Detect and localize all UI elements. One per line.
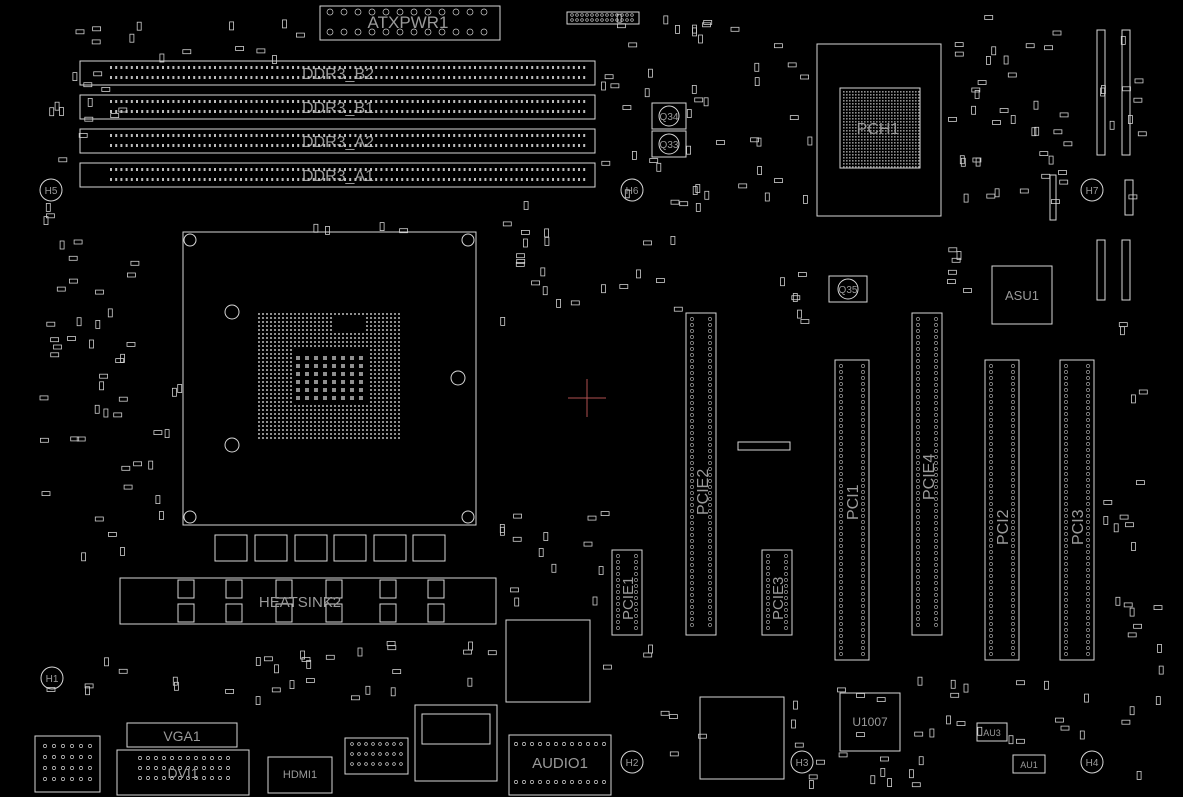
hdmi-label: HDMI1 bbox=[283, 769, 317, 781]
q33-label: Q33 bbox=[660, 140, 679, 151]
dimm-slot-b1[interactable]: DDR3_B1 bbox=[79, 94, 596, 120]
usb-connector[interactable] bbox=[344, 737, 409, 775]
battery-header[interactable] bbox=[737, 441, 791, 451]
pcie3-slot[interactable]: PCIE3 bbox=[761, 549, 793, 636]
pci3-label: PCI3 bbox=[1070, 509, 1087, 545]
mounting-hole-h5[interactable]: H5 bbox=[39, 178, 63, 202]
h1-label: H1 bbox=[46, 674, 59, 685]
pci2-label: PCI2 bbox=[995, 509, 1012, 545]
mounting-hole-h3[interactable]: H3 bbox=[790, 750, 814, 774]
q35-label: Q35 bbox=[839, 285, 858, 296]
au3-label: AU3 bbox=[983, 728, 1001, 738]
h7-label: H7 bbox=[1086, 186, 1099, 197]
mounting-hole-h4[interactable]: H4 bbox=[1080, 750, 1104, 774]
pci1-slot[interactable]: PCI1 bbox=[834, 359, 870, 661]
atxpwr-label: ATXPWR1 bbox=[368, 13, 449, 32]
asu-label: ASU1 bbox=[1005, 288, 1039, 303]
cursor-crosshair bbox=[568, 379, 606, 417]
lan-usb-connector[interactable] bbox=[414, 704, 498, 782]
vrm-chokes[interactable] bbox=[214, 534, 446, 562]
pci3-slot[interactable]: PCI3 bbox=[1059, 359, 1095, 661]
pci1-label: PCI1 bbox=[845, 484, 862, 520]
io-controller-area[interactable] bbox=[505, 619, 591, 703]
smd-components bbox=[39, 13, 1164, 789]
dimm-slot-a1[interactable]: DDR3_A1 bbox=[79, 162, 596, 188]
dimm-slot-a2[interactable]: DDR3_A2 bbox=[79, 128, 596, 154]
u1007-label: U1007 bbox=[852, 715, 888, 729]
atx-power-connector[interactable]: ATXPWR1 bbox=[319, 5, 501, 41]
mounting-hole-h2[interactable]: H2 bbox=[620, 750, 644, 774]
h5-label: H5 bbox=[45, 186, 58, 197]
audio-label: AUDIO1 bbox=[532, 755, 588, 772]
dvi-label: DVI1 bbox=[167, 765, 198, 781]
h6-label: H6 bbox=[626, 186, 639, 197]
vga-label: VGA1 bbox=[163, 728, 201, 744]
vga-connector[interactable]: VGA1 bbox=[126, 722, 238, 748]
pcie3-label: PCIE3 bbox=[770, 577, 787, 620]
au1-chip[interactable]: AU1 bbox=[1012, 754, 1046, 774]
pcie2-label: PCIE2 bbox=[695, 469, 712, 515]
heatsink-label: HEATSINK2 bbox=[259, 594, 341, 611]
dvi-connector[interactable]: DVI1 bbox=[116, 749, 250, 796]
pch-label: PCH1 bbox=[857, 121, 900, 138]
q34-component[interactable]: Q34 bbox=[651, 102, 687, 130]
pcie4-slot[interactable]: PCIE4 bbox=[911, 312, 943, 636]
pcie4-label: PCIE4 bbox=[921, 454, 938, 500]
pcie1-slot[interactable]: PCIE1 bbox=[611, 549, 643, 636]
pcie1-label: PCIE1 bbox=[620, 577, 637, 620]
mounting-hole-h7[interactable]: H7 bbox=[1080, 178, 1104, 202]
dimm-slot-b2[interactable]: DDR3_B2 bbox=[79, 60, 596, 86]
q34-label: Q34 bbox=[660, 112, 679, 123]
audio-codec-area[interactable] bbox=[699, 696, 785, 780]
heatsink-outline[interactable]: HEATSINK2 bbox=[119, 577, 497, 625]
au3-chip[interactable]: AU3 bbox=[976, 722, 1008, 742]
h4-label: H4 bbox=[1086, 758, 1099, 769]
h2-label: H2 bbox=[626, 758, 639, 769]
mounting-hole-h6[interactable]: H6 bbox=[620, 178, 644, 202]
asu-chip[interactable]: ASU1 bbox=[991, 265, 1053, 325]
pcie2-slot[interactable]: PCIE2 bbox=[685, 312, 717, 636]
ps2-connector[interactable] bbox=[34, 735, 101, 793]
mounting-hole-h1[interactable]: H1 bbox=[40, 666, 64, 690]
hdmi-connector[interactable]: HDMI1 bbox=[267, 756, 333, 794]
pch-chip[interactable]: PCH1 bbox=[816, 43, 942, 217]
q33-component[interactable]: Q33 bbox=[651, 130, 687, 158]
h3-label: H3 bbox=[796, 758, 809, 769]
u1007-chip[interactable]: U1007 bbox=[839, 692, 901, 752]
audio-connector[interactable]: AUDIO1 bbox=[508, 734, 612, 796]
q35-component[interactable]: Q35 bbox=[828, 275, 868, 303]
au1-label: AU1 bbox=[1020, 760, 1038, 770]
front-panel-header[interactable] bbox=[566, 11, 640, 25]
pci2-slot[interactable]: PCI2 bbox=[984, 359, 1020, 661]
cpu-socket[interactable] bbox=[182, 231, 477, 526]
